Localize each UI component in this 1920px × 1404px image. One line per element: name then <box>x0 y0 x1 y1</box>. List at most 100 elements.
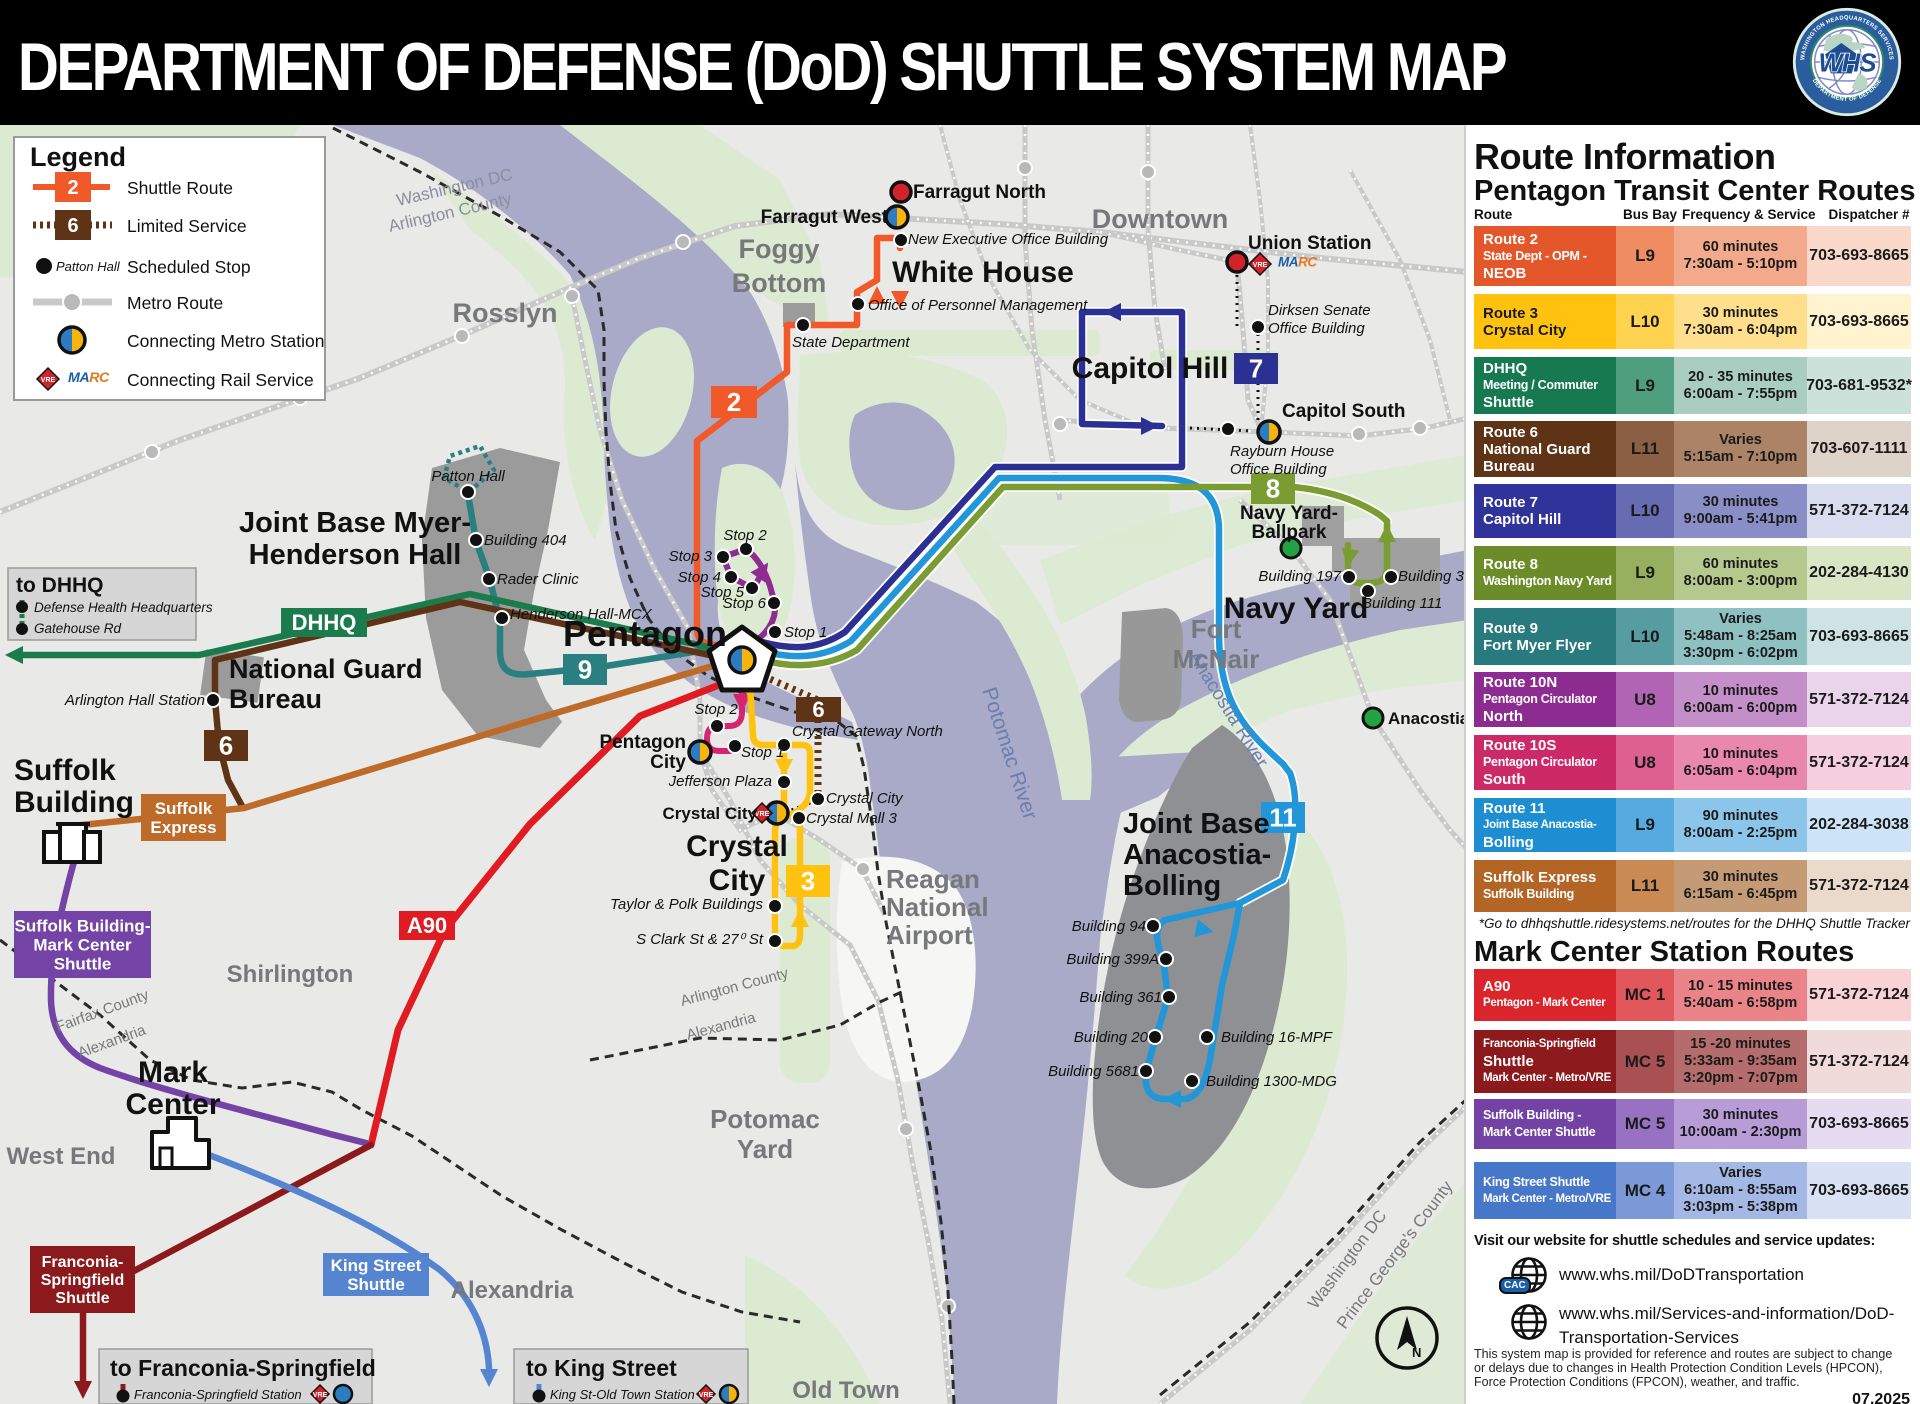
svg-text:Navy Yard: Navy Yard <box>1224 592 1369 625</box>
svg-text:Crystal: Crystal <box>686 830 788 863</box>
svg-text:Yard: Yard <box>737 1134 793 1164</box>
svg-text:Union Station: Union Station <box>1248 233 1371 254</box>
svg-text:Arlington Hall Station: Arlington Hall Station <box>64 692 205 709</box>
svg-text:Express: Express <box>150 818 216 837</box>
svg-text:2: 2 <box>727 387 741 417</box>
svg-text:7: 7 <box>1249 354 1263 384</box>
svg-text:Stop 2: Stop 2 <box>723 527 767 544</box>
svg-text:Gatehouse Rd: Gatehouse Rd <box>34 621 122 636</box>
svg-text:Crystal Gateway North: Crystal Gateway North <box>792 723 943 740</box>
svg-text:Anacostia-: Anacostia- <box>1123 839 1271 871</box>
svg-text:City: City <box>650 752 686 773</box>
svg-text:Capitol South: Capitol South <box>1282 401 1405 422</box>
svg-text:Reagan: Reagan <box>886 864 980 894</box>
svg-text:Legend: Legend <box>30 142 126 172</box>
svg-text:VRE: VRE <box>313 1392 328 1399</box>
svg-text:West End: West End <box>7 1143 116 1170</box>
svg-text:Building 197: Building 197 <box>1258 568 1341 585</box>
svg-text:Building 5681: Building 5681 <box>1048 1063 1139 1080</box>
svg-text:Stop 1: Stop 1 <box>784 624 827 641</box>
svg-text:White House: White House <box>892 256 1074 289</box>
svg-text:Stop 4: Stop 4 <box>678 569 721 586</box>
svg-text:VRE: VRE <box>755 811 770 818</box>
svg-text:Building 94: Building 94 <box>1072 918 1146 935</box>
svg-text:Capitol Hill: Capitol Hill <box>1072 352 1229 385</box>
svg-text:Suffolk: Suffolk <box>14 754 116 787</box>
svg-text:Building 16-MPF: Building 16-MPF <box>1221 1029 1333 1046</box>
svg-text:S Clark St & 27⁰ St: S Clark St & 27⁰ St <box>636 931 764 948</box>
svg-text:Building: Building <box>14 786 134 819</box>
svg-text:Bureau: Bureau <box>229 684 322 714</box>
svg-text:Patton Hall: Patton Hall <box>56 259 121 274</box>
svg-text:Pentagon: Pentagon <box>599 732 686 753</box>
svg-text:Scheduled Stop: Scheduled Stop <box>127 257 251 277</box>
svg-text:Building 20: Building 20 <box>1074 1029 1149 1046</box>
svg-text:Office of Personnel Management: Office of Personnel Management <box>868 297 1088 314</box>
svg-text:Fort: Fort <box>1191 614 1242 644</box>
svg-text:Building 361: Building 361 <box>1079 989 1162 1006</box>
svg-text:N: N <box>1412 1345 1421 1360</box>
svg-text:Patton Hall: Patton Hall <box>431 468 505 485</box>
svg-text:VRE: VRE <box>1253 262 1268 269</box>
svg-text:Limited Service: Limited Service <box>127 216 247 236</box>
svg-text:to Franconia-Springfield: to Franconia-Springfield <box>110 1355 376 1381</box>
svg-text:Shuttle: Shuttle <box>54 954 112 973</box>
svg-text:Franconia-: Franconia- <box>42 1254 124 1271</box>
svg-text:King St-Old Town Station: King St-Old Town Station <box>550 1387 695 1402</box>
svg-text:Jefferson Plaza: Jefferson Plaza <box>668 773 772 790</box>
svg-text:Building 111: Building 111 <box>1362 595 1442 612</box>
svg-text:2: 2 <box>67 177 78 199</box>
svg-text:11: 11 <box>1269 803 1297 833</box>
svg-text:Crystal City: Crystal City <box>663 804 758 823</box>
svg-text:Building 399A: Building 399A <box>1066 951 1159 968</box>
svg-text:New Executive Office Building: New Executive Office Building <box>908 231 1109 248</box>
svg-text:Franconia-Springfield Station: Franconia-Springfield Station <box>134 1387 302 1402</box>
svg-text:Office Building: Office Building <box>1230 461 1327 478</box>
svg-text:National: National <box>886 892 989 922</box>
svg-text:Downtown: Downtown <box>1092 204 1228 234</box>
svg-text:Farragut North: Farragut North <box>913 182 1046 203</box>
svg-text:Bolling: Bolling <box>1123 870 1221 902</box>
svg-text:to DHHQ: to DHHQ <box>16 574 104 597</box>
svg-text:Building 386: Building 386 <box>1398 568 1468 585</box>
svg-text:Taylor & Polk Buildings: Taylor & Polk Buildings <box>610 896 763 913</box>
svg-text:Navy Yard-: Navy Yard- <box>1240 503 1338 524</box>
svg-text:Anacostia: Anacostia <box>1388 709 1468 728</box>
svg-text:Shuttle Route: Shuttle Route <box>127 178 233 198</box>
svg-text:DHHQ: DHHQ <box>292 610 357 635</box>
svg-text:National Guard: National Guard <box>229 654 423 684</box>
svg-text:Joint Base: Joint Base <box>1123 808 1270 840</box>
svg-text:Stop 2: Stop 2 <box>694 701 738 718</box>
svg-text:Mark Center: Mark Center <box>33 935 132 954</box>
svg-text:A90: A90 <box>407 913 447 938</box>
svg-text:Ballpark: Ballpark <box>1252 522 1327 543</box>
svg-text:Connecting Metro Station: Connecting Metro Station <box>127 331 324 351</box>
svg-text:Shuttle: Shuttle <box>347 1275 405 1294</box>
svg-text:Dirksen Senate: Dirksen Senate <box>1268 302 1371 319</box>
svg-text:9: 9 <box>578 655 592 685</box>
svg-text:to King Street: to King Street <box>526 1355 677 1381</box>
svg-text:Potomac: Potomac <box>710 1104 820 1134</box>
svg-text:Stop 1: Stop 1 <box>741 744 784 761</box>
svg-text:Stop 5: Stop 5 <box>701 584 745 601</box>
svg-text:3: 3 <box>801 866 815 896</box>
svg-text:Springfield: Springfield <box>41 1272 125 1289</box>
svg-text:VRE: VRE <box>41 377 56 384</box>
svg-text:Metro Route: Metro Route <box>127 293 223 313</box>
svg-text:Connecting Rail Service: Connecting Rail Service <box>127 370 314 390</box>
svg-text:WHS: WHS <box>1819 50 1877 78</box>
svg-text:6: 6 <box>67 215 78 237</box>
svg-text:Airport: Airport <box>886 920 973 950</box>
svg-text:Bottom: Bottom <box>732 268 826 298</box>
svg-text:Henderson Hall-MCX: Henderson Hall-MCX <box>510 606 653 623</box>
svg-text:Mark: Mark <box>138 1056 208 1089</box>
svg-text:6: 6 <box>219 731 233 761</box>
svg-text:Old Town: Old Town <box>792 1377 900 1404</box>
svg-text:Rayburn House: Rayburn House <box>1230 443 1334 460</box>
svg-text:City: City <box>709 864 766 897</box>
svg-text:Stop 3: Stop 3 <box>669 548 713 565</box>
svg-text:Building 1300-MDG: Building 1300-MDG <box>1206 1073 1337 1090</box>
svg-text:Center: Center <box>125 1088 220 1121</box>
svg-text:6: 6 <box>812 697 824 722</box>
svg-text:State Department: State Department <box>792 334 910 351</box>
